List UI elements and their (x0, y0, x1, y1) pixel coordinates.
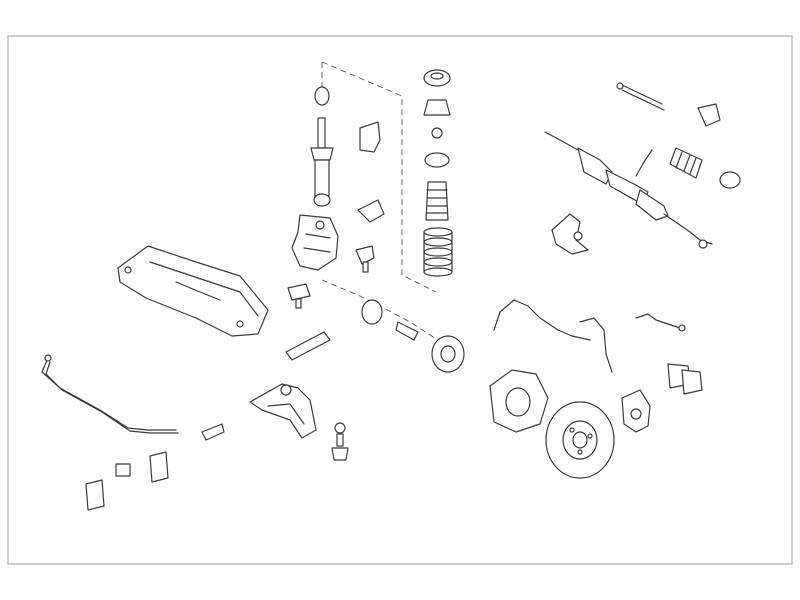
brake-hose (635, 313, 686, 332)
stabilizer-link (201, 423, 225, 441)
abs-sensor-cable (493, 299, 613, 373)
shock-absorber (310, 86, 334, 207)
dust-boot (425, 181, 449, 221)
strut-clips (287, 121, 385, 309)
wheel-hub-parts (361, 299, 465, 373)
brake-disc (545, 401, 615, 479)
brake-pads (667, 363, 703, 395)
ball-joint (331, 422, 349, 461)
brake-shield (489, 369, 549, 433)
tie-rod (616, 82, 721, 127)
steering-boot (669, 147, 741, 189)
stabilizer-bar (41, 354, 179, 434)
stabilizer-bushings (85, 451, 169, 511)
brake-caliper (621, 389, 651, 433)
link-rod (285, 331, 331, 361)
coil-spring (423, 227, 453, 277)
steering-rack (544, 131, 713, 249)
strut-bracket (291, 214, 339, 271)
subframe-crossmember (117, 245, 269, 337)
strut-top-mount (423, 69, 451, 168)
steering-knuckle (551, 213, 589, 255)
diagram-frame (7, 35, 793, 565)
control-arm (249, 383, 317, 439)
assembly-guides (321, 61, 439, 341)
